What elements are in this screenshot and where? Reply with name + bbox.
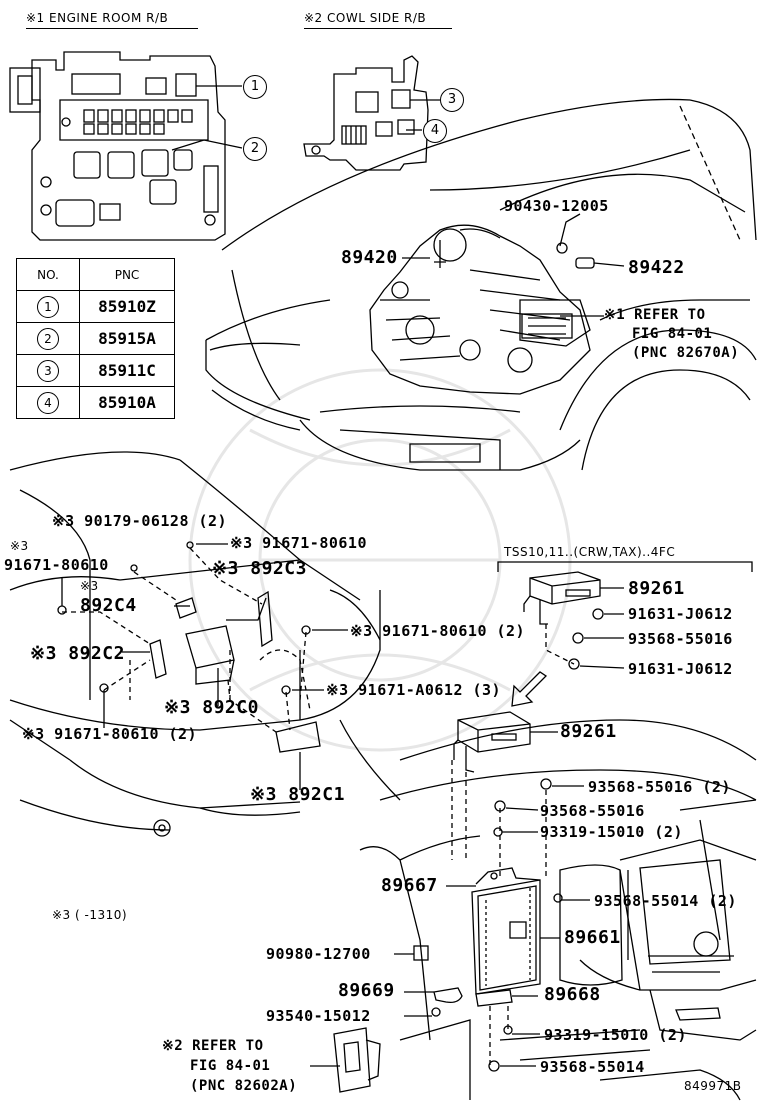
pnc-row-no: 3 (37, 359, 59, 382)
callout-leader-2 (171, 139, 243, 151)
pnc-col-pnc: PNC (79, 258, 175, 291)
pnc-row-value: 85910Z (79, 290, 175, 323)
figure-id: 849971B (684, 1079, 742, 1093)
header-cowl-side-underline (304, 28, 452, 29)
cowl-relay-small (333, 1027, 381, 1093)
note-3: ※3 ( -1310) (52, 908, 128, 922)
part-label-89422: 89422 (628, 257, 685, 278)
part-label-93568-55014-b: 93568-55014 (540, 1058, 645, 1076)
leader-93568-c (505, 807, 539, 811)
part-note-892c4: ※3 (80, 579, 99, 593)
leader-90430 (559, 213, 581, 247)
screw-93568-e (488, 1060, 500, 1072)
pnc-col-no: NO. (16, 258, 80, 291)
sensor-89422 (556, 242, 625, 269)
dash-dashed (451, 760, 547, 880)
callout-circle-2: 2 (243, 137, 267, 161)
refer-note-2-line2: FIG 84-01 (190, 1058, 271, 1074)
ecu-89661 (471, 879, 541, 995)
refer-note-2-line3: (PNC 82602A) (190, 1078, 298, 1094)
header-engine-room-underline (26, 28, 198, 29)
part-label-91671-80610-bottom: ※3 91671-80610 (2) (22, 725, 198, 743)
clip-90980 (413, 945, 429, 961)
part-label-93568-55014-a: 93568-55014 (2) (594, 892, 737, 910)
refer-note-2-line1: ※2 REFER TO (162, 1038, 264, 1054)
callout-circle-3: 3 (440, 88, 464, 112)
table-row: 3 85911C (16, 354, 175, 387)
screw-93568-d (553, 893, 563, 903)
cowl-side-relay-box (303, 55, 429, 171)
part-label-89261-upper: 89261 (628, 578, 685, 599)
screw-93540 (431, 1007, 441, 1017)
part-label-892c4: 892C4 (80, 595, 137, 616)
bracket-89667 (475, 867, 541, 885)
arrow-down-left (511, 671, 548, 707)
bracket-89669 (433, 987, 463, 1004)
part-label-892c3: ※3 892C3 (212, 558, 307, 579)
part-label-93319-15010-b: 93319-15010 (2) (544, 1026, 687, 1044)
part-label-89667: 89667 (381, 875, 438, 896)
part-label-90980-12700: 90980-12700 (266, 945, 371, 963)
table-row: 1 85910Z (16, 290, 175, 323)
pnc-row-no: 2 (37, 327, 59, 350)
front-bumper-outline (9, 451, 401, 837)
bumper-solid-leaders (61, 543, 348, 790)
bumper-leaders (62, 547, 307, 733)
dashboard-outline (359, 719, 757, 1101)
dash-dashed-2 (489, 1006, 509, 1066)
leader-91631-b (579, 665, 625, 669)
part-label-93540-15012: 93540-15012 (266, 1007, 371, 1025)
part-note-91671-80610-left: ※3 (10, 539, 29, 553)
tss-dashed (545, 624, 575, 665)
header-engine-room: ※1 ENGINE ROOM R/B (26, 11, 169, 25)
part-label-90179-06128: ※3 90179-06128 (2) (52, 512, 228, 530)
watermark-emblem (188, 368, 572, 752)
pnc-row-no: 1 (37, 295, 59, 318)
part-label-91671-80610-top: ※3 91671-80610 (230, 534, 367, 552)
part-label-89261-lower: 89261 (560, 721, 617, 742)
callout-circle-4: 4 (423, 119, 447, 143)
part-label-89669: 89669 (338, 980, 395, 1001)
pnc-row-no: 4 (37, 391, 59, 414)
engine-room-relay-box (9, 51, 226, 241)
header-cowl-side: ※2 COWL SIDE R/B (304, 11, 427, 25)
vehicle-front-outline (205, 98, 757, 471)
part-label-91671-80610-mid: ※3 91671-80610 (2) (350, 622, 526, 640)
part-label-93568-55016-a: 93568-55016 (628, 630, 733, 648)
part-label-93568-55016-b: 93568-55016 (2) (588, 778, 731, 796)
pnc-row-value: 85915A (79, 322, 175, 355)
part-label-93568-55016-c: 93568-55016 (540, 802, 645, 820)
fuse-grid (83, 109, 193, 135)
part-label-89420: 89420 (341, 247, 398, 268)
tss-ecu-89261-upper (523, 571, 604, 670)
part-label-93319-15010-a: 93319-15010 (2) (540, 823, 683, 841)
pnc-table: NO. PNC 1 85910Z 2 85915A 3 85911C 4 859… (16, 258, 175, 419)
tss-variant-title: TSS10,11..(CRW,TAX)..4FC (504, 545, 676, 559)
screw-93319-a (493, 827, 503, 837)
part-label-91631-j0612-b: 91631-J0612 (628, 660, 733, 678)
part-label-91671-a0612: ※3 91671-A0612 (3) (326, 681, 502, 699)
refer-note-1-line2: FIG 84-01 (632, 326, 713, 342)
part-label-90430-12005: 90430-12005 (504, 197, 609, 215)
refer-note-1-line3: (PNC 82670A) (632, 345, 740, 361)
part-label-892c2: ※3 892C2 (30, 643, 125, 664)
bracket-89668 (475, 989, 513, 1007)
pnc-row-value: 85911C (79, 354, 175, 387)
part-label-91631-j0612-a: 91631-J0612 (628, 605, 733, 623)
part-label-89661: 89661 (564, 927, 621, 948)
tss-bracket-line (497, 561, 753, 572)
engine-assembly (369, 224, 591, 395)
table-row: 4 85910A (16, 386, 175, 419)
part-label-892c1: ※3 892C1 (250, 784, 345, 805)
refer-note-1-line1: ※1 REFER TO (604, 307, 706, 323)
part-label-91671-80610-left: 91671-80610 (4, 556, 109, 574)
ecu-89261-lower (453, 711, 552, 812)
part-label-892c0: ※3 892C0 (164, 697, 259, 718)
pnc-table-header: NO. PNC (16, 258, 175, 291)
table-row: 2 85915A (16, 322, 175, 355)
part-label-89668: 89668 (544, 984, 601, 1005)
callout-circle-1: 1 (243, 75, 267, 99)
pnc-row-value: 85910A (79, 386, 175, 419)
